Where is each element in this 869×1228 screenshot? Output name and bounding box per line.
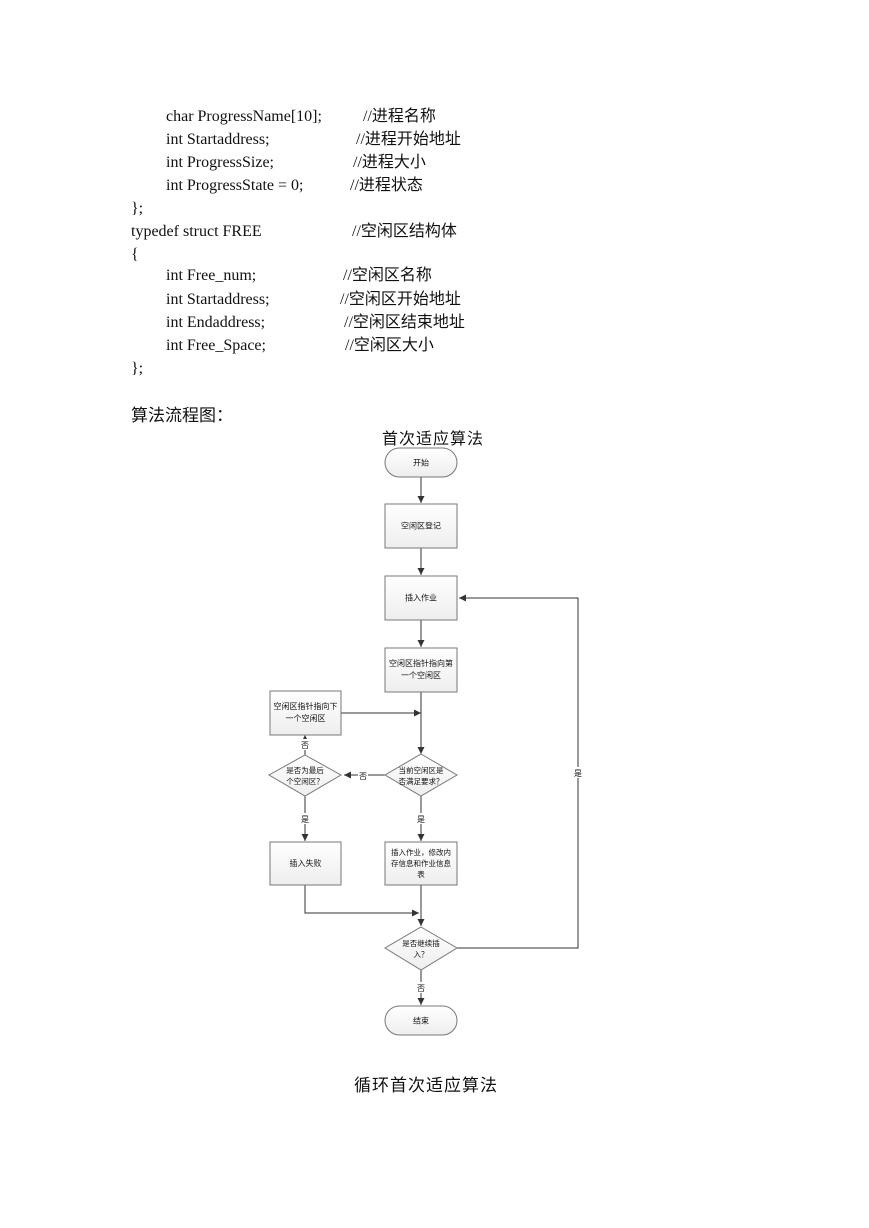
node-end: 结束 (384, 1005, 458, 1036)
code-line: }; (131, 359, 147, 419)
code-line: int Endaddress; //空闲区结束地址 (166, 313, 465, 393)
node-continue-line: 入？ (414, 950, 429, 959)
edge-labels: 否 否 是 是 是 否 (300, 739, 583, 993)
caption: 循环首次适应算法 (354, 1076, 498, 1096)
code-text: int Free_Space; (166, 337, 266, 354)
code-text: int ProgressSize; (166, 154, 274, 171)
code-text: int ProgressState = 0; (166, 177, 304, 194)
code-text: { (131, 246, 139, 263)
node-insert-modify-line: 表 (417, 869, 425, 879)
code-text: typedef struct FREE (131, 223, 262, 240)
node-continue-line: 是否继续插 (402, 938, 440, 948)
edge-label-yes: 是 (301, 815, 309, 824)
node-register-label: 空闲区登记 (401, 521, 441, 531)
node-is-last-line: 个空闲区？ (286, 776, 324, 786)
code-line: { (131, 245, 147, 305)
arrow-fail-merge (304, 885, 419, 917)
code-text: int Startaddress; (166, 131, 270, 148)
node-insert-fail-label: 插入失败 (290, 858, 322, 868)
code-line: }; (131, 199, 147, 259)
code-text: }; (131, 360, 144, 377)
node-pointer-first: 空闲区指针指向第 一个空闲区 (384, 647, 458, 693)
node-pointer-first-line: 一个空闲区 (401, 670, 441, 680)
node-pointer-next-line: 一个空闲区 (286, 713, 326, 723)
node-insert-job: 插入作业 (384, 575, 458, 621)
node-satisfy-line: 否满足要求？ (399, 776, 444, 786)
flow-connectors (301, 477, 579, 1005)
node-insert-modify: 插入作业，修改内 存信息和作业信息 表 (384, 841, 458, 886)
code-text: }; (131, 200, 144, 217)
edge-label-yes: 是 (574, 769, 582, 778)
code-text: int Startaddress; (166, 291, 270, 308)
node-satisfy-decision: 当前空闲区是 否满足要求？ (384, 753, 458, 797)
node-end-label: 结束 (413, 1016, 429, 1026)
node-is-last-decision: 是否为最后 个空闲区？ (267, 754, 343, 797)
code-text: int Endaddress; (166, 314, 266, 331)
node-insert-modify-line: 插入作业，修改内 (391, 847, 451, 857)
edge-label-no: 否 (359, 772, 367, 781)
code-text: int Free_num; (166, 267, 257, 284)
node-is-last-line: 是否为最后 (286, 765, 324, 775)
node-start-label: 开始 (413, 458, 429, 468)
code-line: int Startaddress; //进程开始地址 (166, 130, 461, 210)
code-line: int ProgressState = 0; //进程状态 (166, 176, 423, 256)
code-line: int ProgressSize; //进程大小 (166, 153, 426, 233)
code-comment: //空闲区大小 (345, 337, 434, 354)
code-line: typedef struct FREE //空闲区结构体 (131, 222, 457, 302)
node-continue-decision: 是否继续插 入？ (384, 926, 458, 971)
node-insert-job-label: 插入作业 (405, 593, 437, 603)
code-comment: //进程状态 (350, 177, 423, 194)
edge-label-no: 否 (417, 984, 425, 993)
code-comment: //空闲区开始地址 (340, 291, 461, 308)
node-register: 空闲区登记 (384, 503, 458, 549)
node-pointer-next: 空闲区指针指向下 一个空闲区 (269, 690, 342, 736)
code-comment: //进程开始地址 (356, 131, 461, 148)
code-comment: //空闲区结构体 (352, 223, 457, 240)
code-comment: //进程大小 (353, 154, 426, 171)
code-text: char ProgressName[10]; (166, 108, 322, 125)
code-line: int Free_num; //空闲区名称 (166, 266, 432, 346)
code-line: int Free_Space; //空闲区大小 (166, 336, 434, 416)
code-comment: //空闲区结束地址 (344, 314, 465, 331)
edge-label-no: 否 (301, 741, 309, 750)
code-line: int Startaddress; //空闲区开始地址 (166, 290, 461, 370)
node-pointer-first-line: 空闲区指针指向第 (389, 658, 453, 668)
flowchart-title: 首次适应算法 (382, 429, 485, 448)
code-line: char ProgressName[10]; //进程名称 (166, 107, 436, 187)
arrow-continue-yes (457, 594, 579, 949)
node-insert-modify-line: 存信息和作业信息 (391, 858, 451, 868)
code-comment: //进程名称 (363, 108, 436, 125)
section-label: 算法流程图： (131, 406, 233, 425)
code-comment: //空闲区名称 (343, 267, 432, 284)
node-start: 开始 (384, 447, 458, 478)
node-satisfy-line: 当前空闲区是 (399, 765, 444, 775)
node-insert-fail: 插入失败 (269, 841, 342, 886)
edge-label-yes: 是 (417, 815, 425, 824)
node-pointer-next-line: 空闲区指针指向下 (274, 701, 338, 711)
